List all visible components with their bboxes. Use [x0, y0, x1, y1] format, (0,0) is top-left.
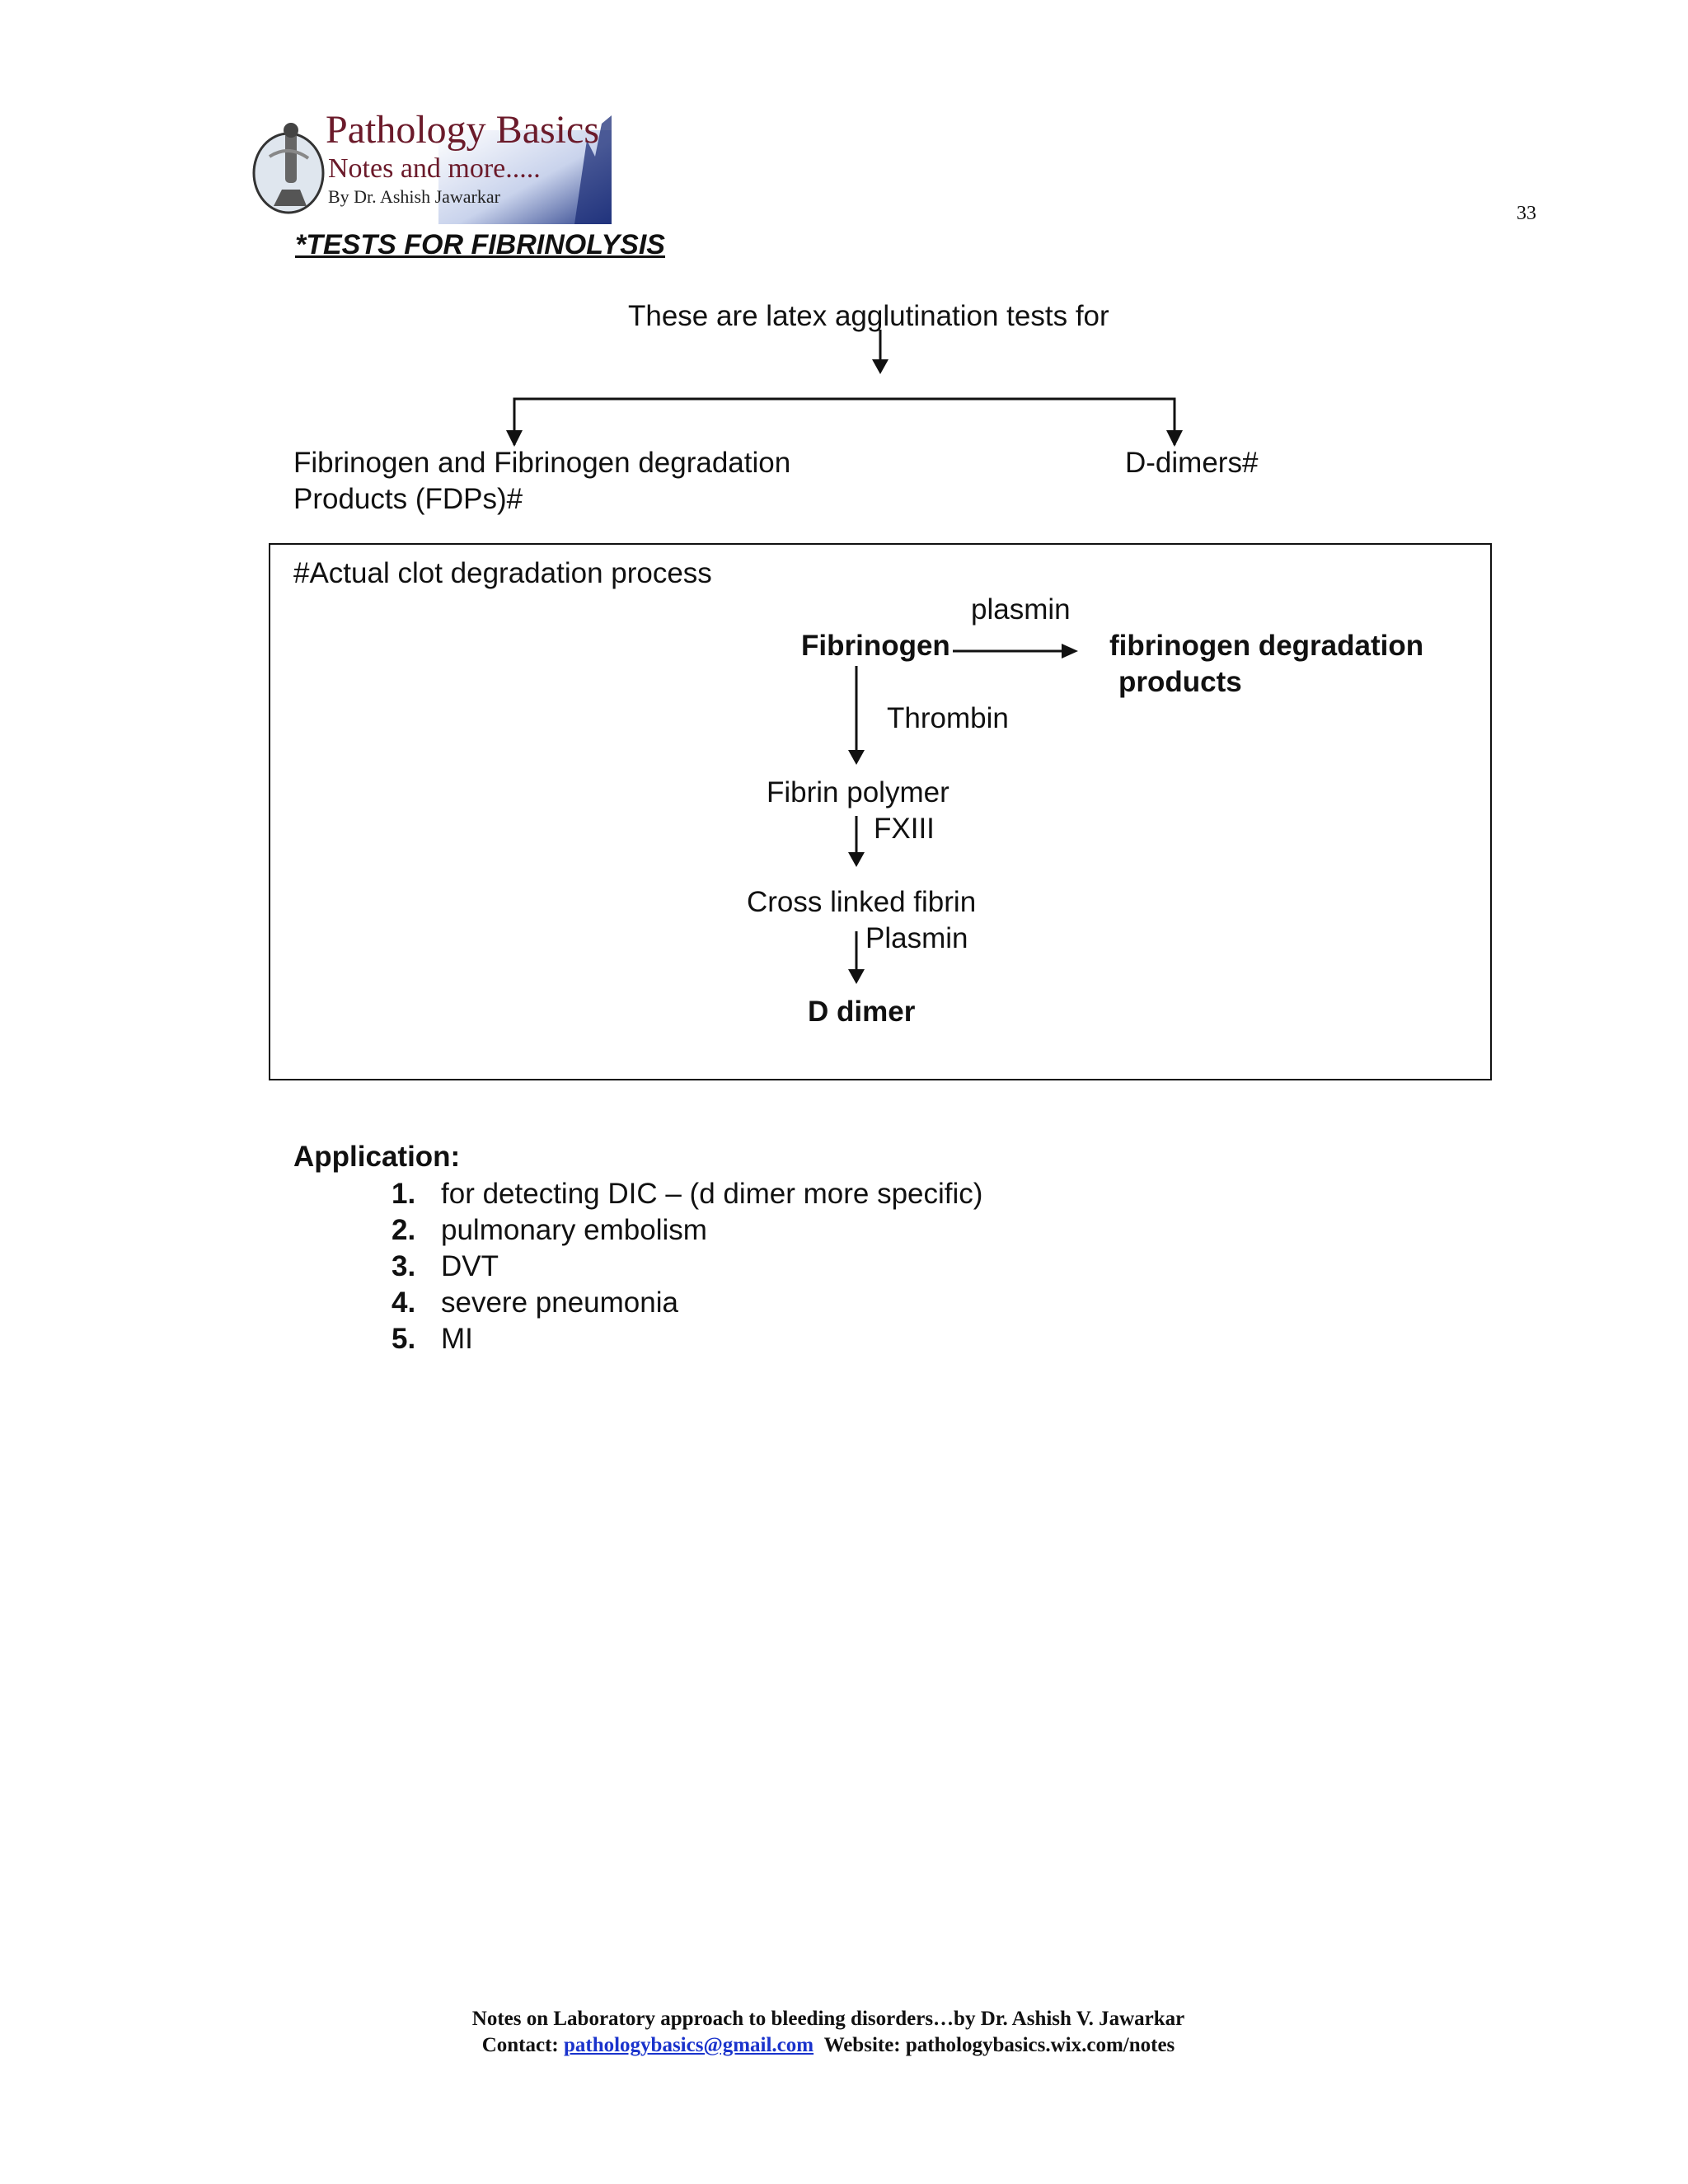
section-title: *TESTS FOR FIBRINOLYSIS — [295, 229, 665, 260]
website-text: Website: pathologybasics.wix.com/notes — [823, 2034, 1175, 2056]
list-item: 2.pulmonary embolism — [392, 1214, 707, 1246]
arrowhead-fxiii — [848, 852, 865, 867]
fibrinogen-label: Fibrinogen — [801, 630, 950, 662]
page-number: 33 — [1517, 203, 1536, 224]
pathology-basics-logo — [252, 115, 612, 224]
logo-title: Pathology Basics — [326, 108, 599, 152]
clot-box-title: #Actual clot degradation process — [293, 557, 712, 589]
list-item: 3.DVT — [392, 1250, 499, 1282]
list-item: 5.MI — [392, 1323, 473, 1355]
tree-left-line1: Fibrinogen and Fibrinogen degradation — [293, 447, 791, 479]
arrow-branch — [513, 397, 1176, 445]
logo-author: By Dr. Ashish Jawarkar — [328, 186, 500, 207]
arrowhead-thrombin — [848, 750, 865, 765]
contact-label: Contact: — [481, 2034, 559, 2056]
d-dimer-label: D dimer — [808, 996, 916, 1028]
arrowhead-right — [1166, 430, 1183, 447]
arrowhead-plasmin — [1062, 644, 1078, 658]
fibrin-polymer-label: Fibrin polymer — [767, 776, 950, 808]
footer-line1: Notes on Laboratory approach to bleeding… — [471, 2008, 1185, 2030]
plasmin-label-top: plasmin — [971, 593, 1071, 626]
tree-right-text: D-dimers# — [1125, 447, 1259, 479]
clot-degradation-box — [269, 543, 1492, 1080]
fdp-line1: fibrinogen degradation — [1109, 630, 1424, 662]
footer-contact: Contact: pathologybasics@gmail.com Websi… — [0, 2034, 1657, 2057]
thrombin-label: Thrombin — [887, 702, 1009, 734]
application-title: Application: — [293, 1141, 461, 1173]
email-link[interactable]: pathologybasics@gmail.com — [563, 2034, 814, 2056]
arrowhead-plasmin-bottom — [848, 969, 865, 984]
logo-subtitle: Notes and more..... — [328, 153, 541, 184]
fxiii-label: FXIII — [874, 813, 935, 845]
arrowhead-root — [872, 359, 889, 374]
fdp-line2: products — [1118, 666, 1242, 698]
arrowhead-left — [506, 430, 523, 447]
application-list: 1.for detecting DIC – (d dimer more spec… — [392, 1176, 982, 1357]
tree-root-text: These are latex agglutination tests for — [628, 300, 1109, 332]
list-item: 4.severe pneumonia — [392, 1286, 678, 1319]
plasmin-label-bottom: Plasmin — [865, 922, 968, 954]
list-item: 1.for detecting DIC – (d dimer more spec… — [392, 1178, 983, 1210]
cross-linked-fibrin-label: Cross linked fibrin — [747, 886, 977, 918]
tree-left-line2: Products (FDPs)# — [293, 483, 523, 515]
